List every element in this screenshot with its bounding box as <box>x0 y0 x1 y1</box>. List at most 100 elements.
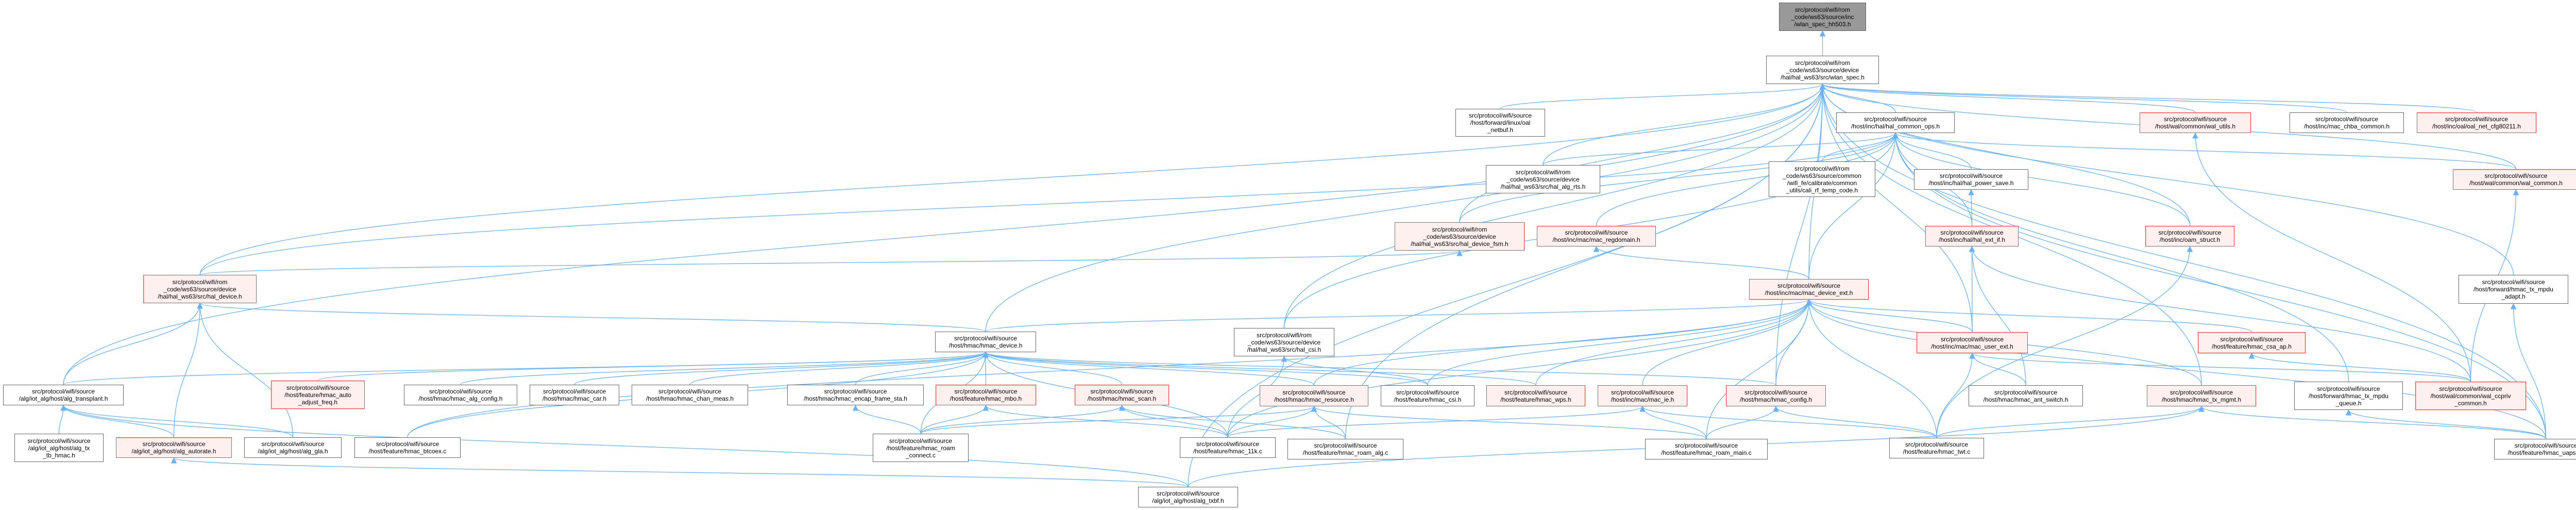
edge-hmac_roam_main-to-mac_ie <box>1639 405 1707 439</box>
edge-hmac_twt-to-mac_user_ext <box>1936 352 1975 438</box>
node-hmac-scan[interactable]: src/protocol/wifi/source /host/hmac/hmac… <box>1075 385 1169 405</box>
edge-alg_txbf-to-alg_autorate <box>171 457 1189 487</box>
node-hmac-encap-frame-sta[interactable]: src/protocol/wifi/source /host/hmac/hmac… <box>787 385 924 405</box>
node-hmac-roam-connect[interactable]: src/protocol/wifi/source /host/feature/h… <box>873 434 969 462</box>
edge-wal_common-to-hal_common_ops <box>1892 132 2517 170</box>
edge-mac_device_ext-to-mac_regdomain <box>1593 245 1809 279</box>
node-hmac-roam-alg[interactable]: src/protocol/wifi/source /host/feature/h… <box>1287 439 1403 459</box>
edge-hal_csi-to-wlan_spec <box>1283 83 1826 328</box>
node-hmac-car[interactable]: src/protocol/wifi/source /host/hmac/hmac… <box>530 385 619 405</box>
edge-alg_txbf-to-alg_transplant <box>60 404 1189 487</box>
node-cali-rf-temp-code[interactable]: src/protocol/wifi/rom _code/ws63/source/… <box>1769 161 1875 197</box>
edge-hmac_csi-to-hal_csi <box>1281 355 1428 386</box>
edge-hmac_11k-to-hal_csi <box>1227 355 1287 438</box>
node-hmac-tx-mgmt[interactable]: src/protocol/wifi/source /host/hmac/hmac… <box>2147 385 2256 406</box>
node-hmac-csa-ap[interactable]: src/protocol/wifi/source /host/feature/h… <box>2198 332 2306 353</box>
node-hal-csi[interactable]: src/protocol/wifi/rom _code/ws63/source/… <box>1234 328 1334 356</box>
edge-hal_alg_rts-to-wlan_spec <box>1543 83 1826 166</box>
edge-mac_regdomain-to-hal_common_ops <box>1596 132 1899 226</box>
edge-hmac_csi-to-mac_device_ext <box>1427 299 1812 386</box>
node-alg-tx-tb-hmac[interactable]: src/protocol/wifi/source /alg/iot_alg/ho… <box>14 434 104 462</box>
edge-alg_tx_tb_hmac-to-alg_transplant <box>58 404 66 434</box>
edge-mac_user_ext-to-hal_ext_if <box>1969 245 1975 333</box>
edge-alg_transplant-to-hmac_device <box>63 351 989 385</box>
edge-hmac_wps-to-hmac_device <box>982 351 1536 386</box>
edge-hmac_encap_frame_sta-to-hmac_device <box>855 351 989 385</box>
edge-mac_ie-to-mac_device_ext <box>1642 299 1812 386</box>
node-hmac-chan-meas[interactable]: src/protocol/wifi/source /host/hmac/hmac… <box>632 385 748 405</box>
edge-hmac_uapsd-to-wlan_spec <box>1819 83 2547 439</box>
edge-hmac_resource-to-hmac_device <box>982 351 1315 386</box>
node-hal-common-ops[interactable]: src/protocol/wifi/source /host/inc/hal/h… <box>1836 112 1955 133</box>
node-hmac-csi[interactable]: src/protocol/wifi/source /host/feature/h… <box>1381 385 1475 406</box>
node-hal-ext-if[interactable]: src/protocol/wifi/source /host/inc/hal/h… <box>1925 226 2019 246</box>
edge-hmac_uapsd-to-hmac_tx_mgmt <box>2198 405 2547 439</box>
edge-oal_netbuf-to-wlan_spec <box>1500 83 1826 109</box>
node-oam-struct[interactable]: src/protocol/wifi/source /host/inc/oam_s… <box>2145 226 2234 246</box>
node-mac-regdomain[interactable]: src/protocol/wifi/source /host/inc/mac/m… <box>1537 226 1656 246</box>
node-mac-chba-common[interactable]: src/protocol/wifi/source /host/inc/mac_c… <box>2290 112 2404 133</box>
edge-hmac_roam_connect-to-hmac_scan <box>920 404 1125 434</box>
node-mac-ie[interactable]: src/protocol/wifi/source /host/inc/mac/m… <box>1598 385 1687 406</box>
node-wal-ccpriv-common[interactable]: src/protocol/wifi/source /host/wal/commo… <box>2415 382 2526 410</box>
node-hmac-tx-mpdu-queue[interactable]: src/protocol/wifi/source /host/forward/h… <box>2294 382 2403 410</box>
node-alg-transplant[interactable]: src/protocol/wifi/source /alg/iot_alg/ho… <box>3 385 124 405</box>
node-hmac-mbo[interactable]: src/protocol/wifi/source /host/feature/h… <box>936 385 1036 405</box>
edge-mac_user_ext-to-wlan_spec <box>1819 83 1973 333</box>
edge-oam_struct-to-wlan_spec <box>1819 83 2191 226</box>
edge-wal_ccpriv_common-to-wal_utils <box>2192 132 2471 382</box>
node-alg-gla[interactable]: src/protocol/wifi/source /alg/iot_alg/ho… <box>244 437 342 458</box>
node-hmac-uapsd[interactable]: src/protocol/wifi/source /host/feature/h… <box>2494 439 2576 459</box>
node-hmac-auto-adjust-freq[interactable]: src/protocol/wifi/source /host/feature/h… <box>271 381 365 409</box>
edge-alg_gla-to-alg_transplant <box>60 404 294 438</box>
node-hmac-device[interactable]: src/protocol/wifi/source /host/hmac/hmac… <box>935 332 1036 352</box>
node-wal-common[interactable]: src/protocol/wifi/source /host/wal/commo… <box>2453 169 2576 190</box>
node-hmac-alg-config[interactable]: src/protocol/wifi/source /host/hmac/hmac… <box>404 385 517 405</box>
node-hal-device-fsm[interactable]: src/protocol/wifi/rom _code/ws63/source/… <box>1395 222 1524 251</box>
edge-hmac_device-to-wlan_spec <box>985 83 1826 332</box>
node-alg-autorate[interactable]: src/protocol/wifi/source /alg/iot_alg/ho… <box>116 437 232 458</box>
edge-hal_alg_rts-to-hal_common_ops <box>1543 132 1899 166</box>
node-hal-power-save[interactable]: src/protocol/wifi/source /host/inc/hal/h… <box>1914 169 2028 190</box>
node-hal-device[interactable]: src/protocol/wifi/rom _code/ws63/source/… <box>143 275 257 303</box>
node-mac-device-ext[interactable]: src/protocol/wifi/source /host/inc/mac/m… <box>1749 279 1869 300</box>
node-hal-alg-rts[interactable]: src/protocol/wifi/rom _code/ws63/source/… <box>1486 165 1600 193</box>
edge-hmac_roam_alg-to-wlan_spec <box>1345 83 1826 439</box>
edge-wal_utils-to-wlan_spec <box>1819 83 2196 113</box>
node-hmac-twt[interactable]: src/protocol/wifi/source /host/feature/h… <box>1889 438 1984 458</box>
edge-wal_ccpriv_common-to-hmac_csa_ap <box>2248 352 2471 382</box>
node-oal-netbuf[interactable]: src/protocol/wifi/source /host/forward/l… <box>1455 109 1545 137</box>
node-hmac-wps[interactable]: src/protocol/wifi/source /host/feature/h… <box>1486 385 1585 406</box>
node-hmac-roam-main[interactable]: src/protocol/wifi/source /host/feature/h… <box>1645 439 1768 459</box>
node-hmac-resource[interactable]: src/protocol/wifi/source /host/hmac/hmac… <box>1260 385 1368 406</box>
edge-mac_user_ext-to-mac_device_ext <box>1806 299 1973 333</box>
edge-oam_struct-to-hal_common_ops <box>1892 132 2191 226</box>
node-hmac-btcoex[interactable]: src/protocol/wifi/source /host/feature/h… <box>354 437 461 458</box>
node-hmac-11k[interactable]: src/protocol/wifi/source /host/feature/h… <box>1180 437 1276 458</box>
edge-hmac_roam_connect-to-hmac_encap_frame_sta <box>852 404 921 434</box>
edge-hmac_car-to-hmac_device <box>574 351 989 385</box>
node-mac-user-ext[interactable]: src/protocol/wifi/source /host/inc/mac/m… <box>1917 332 2028 353</box>
edge-hmac_twt-to-hmac_tx_mgmt <box>1936 405 2205 438</box>
node-wlan-spec[interactable]: src/protocol/wifi/rom _code/ws63/source/… <box>1766 56 1879 84</box>
edge-oal_net_cfg80211-to-wlan_spec <box>1820 83 2477 113</box>
node-hmac-ant-switch[interactable]: src/protocol/wifi/source /host/hmac/hmac… <box>1969 385 2083 406</box>
node-oal-net-cfg80211[interactable]: src/protocol/wifi/source /host/inc/oal/o… <box>2417 112 2536 133</box>
node-wal-utils[interactable]: src/protocol/wifi/source /host/wal/commo… <box>2140 112 2251 133</box>
edge-hmac_uapsd-to-hal_common_ops <box>1892 132 2547 439</box>
edge-hmac_roam_connect-to-hmac_resource <box>920 405 1317 434</box>
edge-alg_autorate-to-alg_transplant <box>60 404 175 438</box>
edge-hmac_config-to-wlan_spec <box>1775 83 1826 386</box>
edge-alg_transplant-to-hal_device <box>63 302 203 385</box>
node-alg-txbf[interactable]: src/protocol/wifi/source /alg/iot_alg/ho… <box>1138 487 1238 507</box>
edge-hmac_roam_main-to-hmac_config <box>1706 405 1779 439</box>
edge-hmac_twt-to-hmac_config <box>1773 405 1937 438</box>
edge-hmac_uapsd-to-hmac_tx_mpdu_adapt <box>2510 303 2547 439</box>
edge-hmac_ant_switch-to-mac_user_ext <box>1969 352 2026 386</box>
edge-wal_ccpriv_common-to-mac_user_ext <box>1969 352 2471 382</box>
edge-hmac_chan_meas-to-hmac_device <box>689 351 989 385</box>
edge-mac_device_ext-to-hal_common_ops <box>1808 132 1899 279</box>
edge-hmac_uapsd-to-hmac_tx_mpdu_queue <box>2345 409 2547 439</box>
node-hmac-config[interactable]: src/protocol/wifi/source /host/hmac/hmac… <box>1726 385 1826 406</box>
node-hmac-tx-mpdu-adapt[interactable]: src/protocol/wifi/source /host/forward/h… <box>2459 275 2568 304</box>
